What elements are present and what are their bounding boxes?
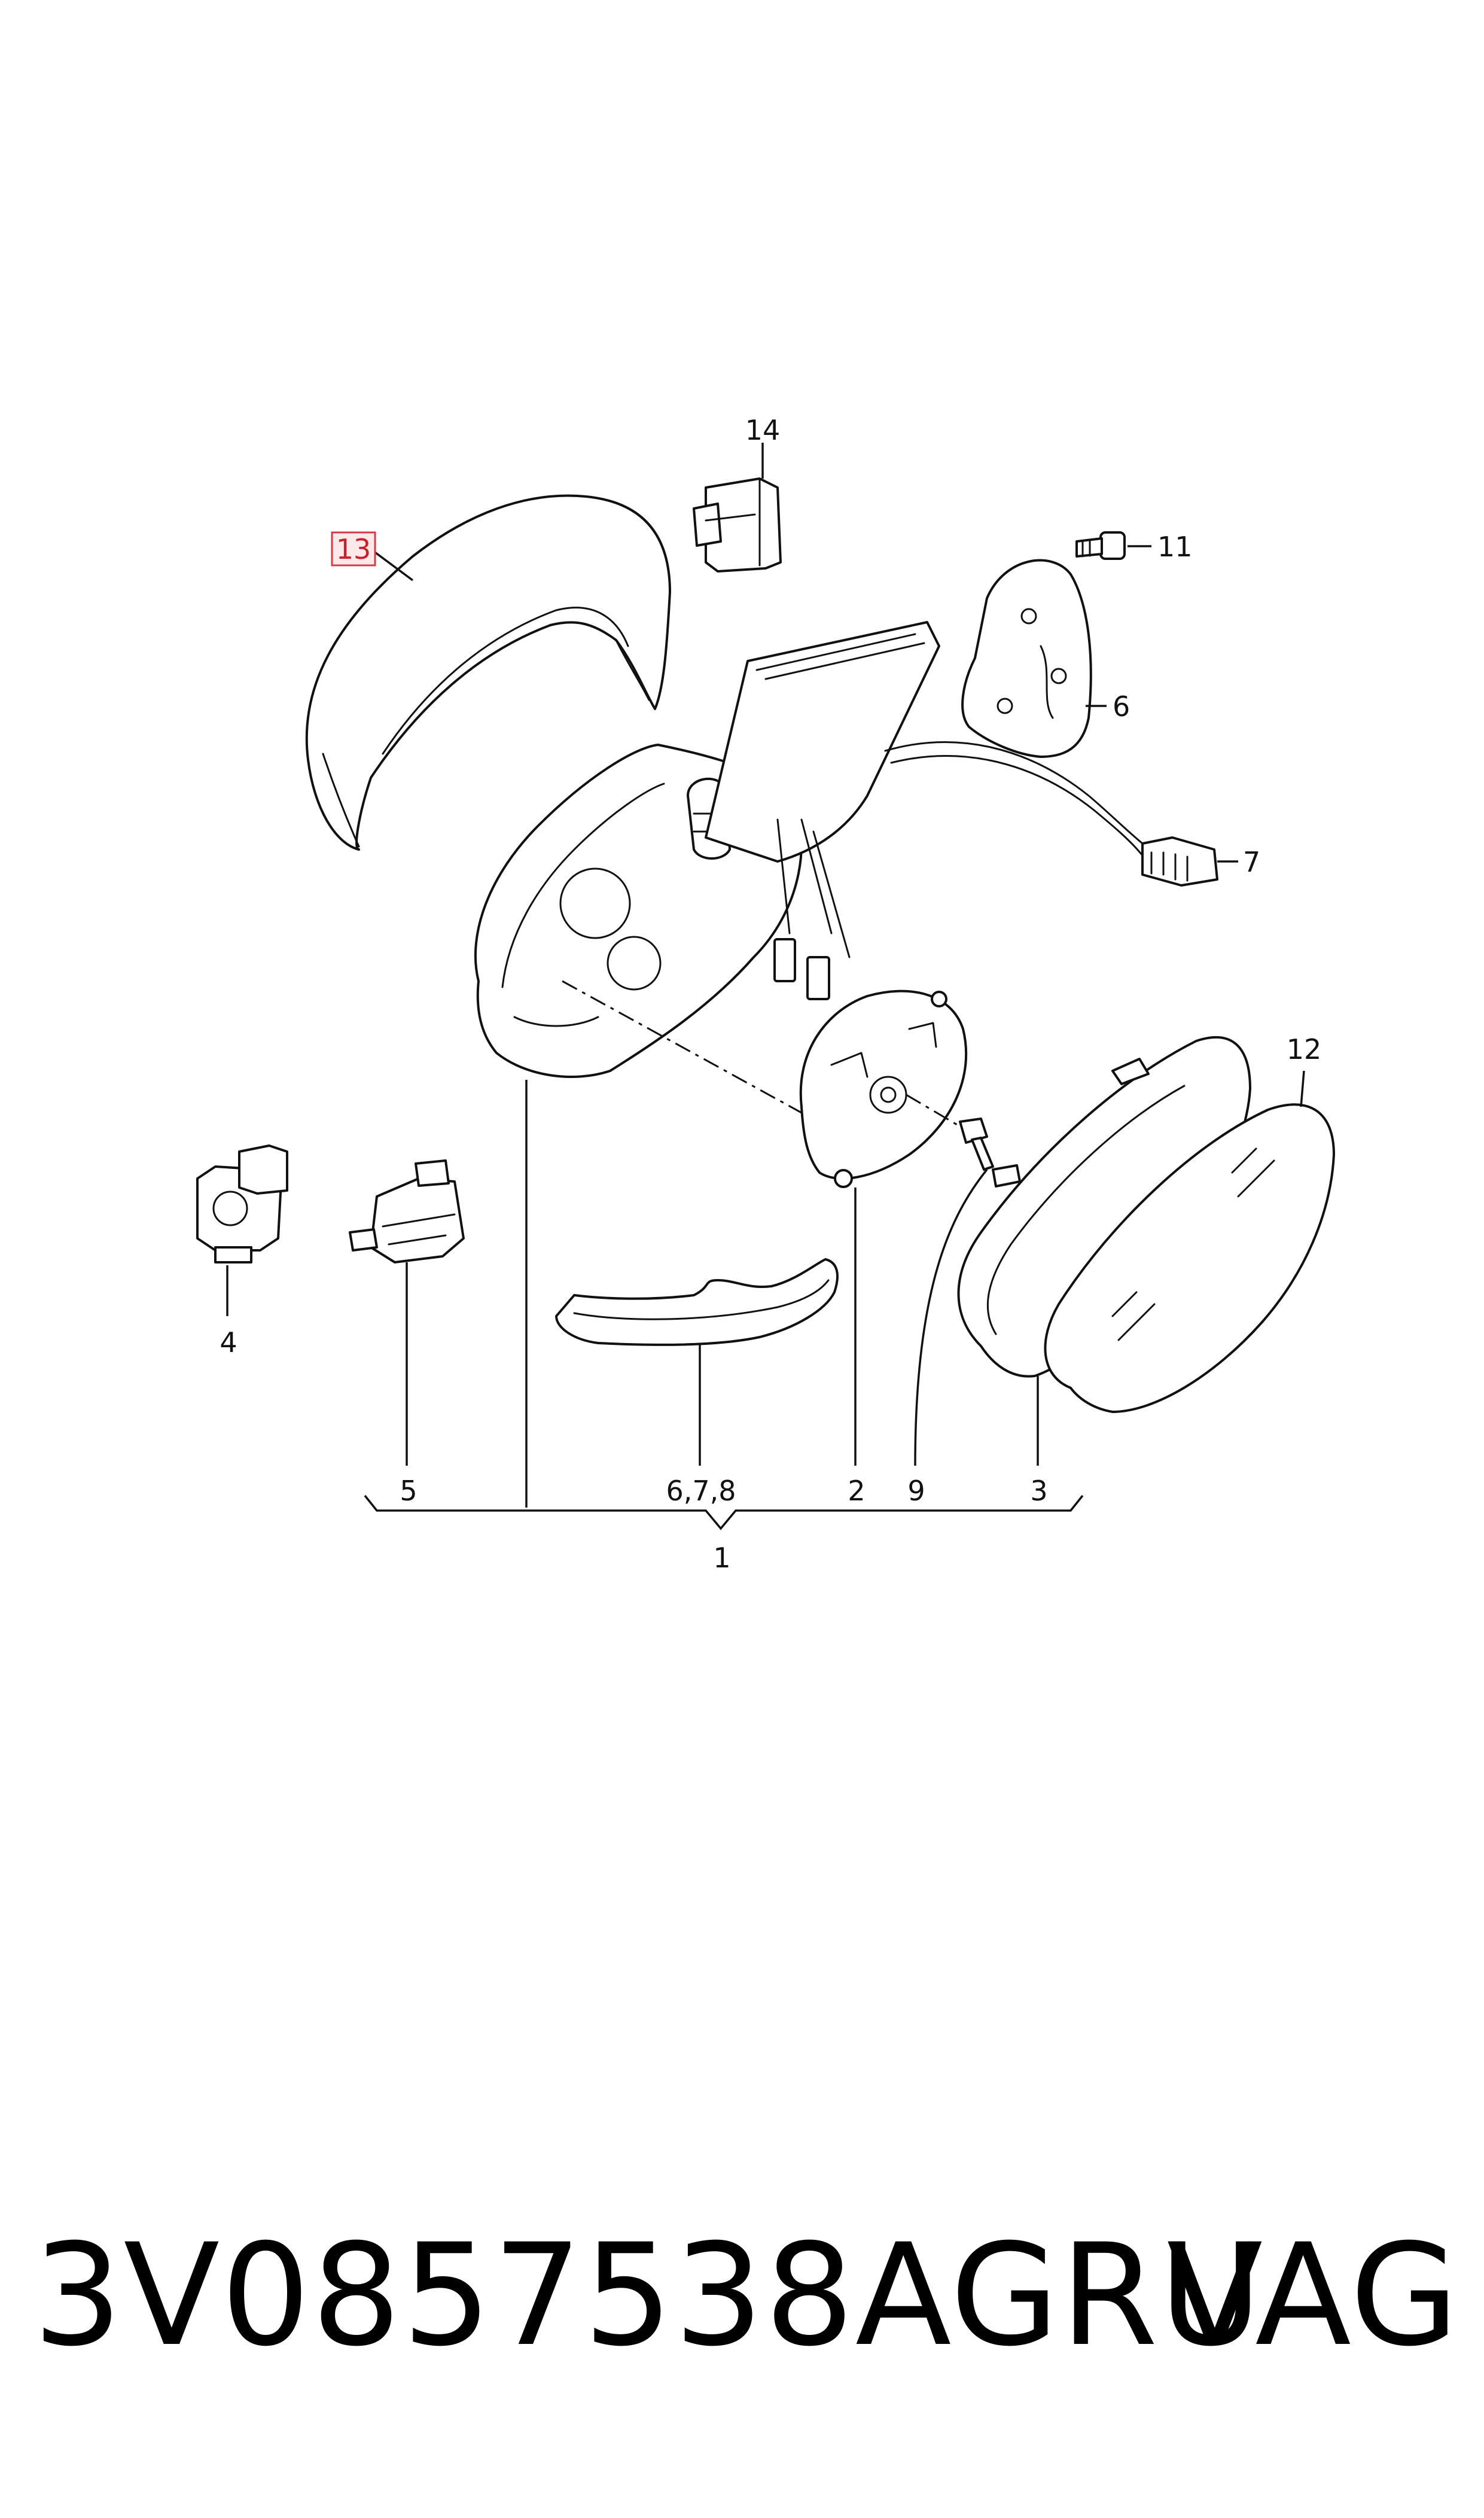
light-module-part-5[interactable] (349, 1159, 465, 1263)
callout-3[interactable]: 3 (1030, 1475, 1047, 1507)
screw-part-11[interactable] (1075, 531, 1126, 560)
leader-lines (226, 443, 1305, 1530)
mirror-housing-part-1[interactable] (474, 621, 1144, 1114)
connector-part-7[interactable] (1141, 836, 1218, 887)
callout-13-highlight (331, 531, 376, 567)
screw-part-9[interactable] (959, 1118, 994, 1171)
callout-2[interactable]: 2 (848, 1475, 865, 1507)
callout-1[interactable]: 1 (713, 1542, 730, 1574)
callout-labels: 13 14 11 6 7 12 4 5 6,7,8 2 9 3 1 (220, 414, 1321, 1574)
callout-12[interactable]: 12 (1287, 1033, 1322, 1065)
mirror-glass-part-12[interactable] (1044, 1103, 1335, 1413)
callout-678[interactable]: 6,7,8 (666, 1475, 736, 1507)
adjustment-motor-part-2[interactable] (799, 989, 968, 1188)
brand-label: VAG (1166, 2214, 1460, 2377)
mirror-cap-part-13[interactable] (305, 494, 671, 851)
sensor-part-14[interactable] (693, 477, 782, 573)
heating-plate-part-6[interactable] (961, 559, 1092, 758)
callout-7[interactable]: 7 (1243, 846, 1260, 878)
callout-14[interactable]: 14 (745, 414, 781, 446)
callout-5[interactable]: 5 (400, 1475, 417, 1507)
callout-11[interactable]: 11 (1157, 531, 1193, 563)
turn-signal-part-678[interactable] (555, 1258, 839, 1346)
callout-13[interactable]: 13 (336, 533, 371, 565)
callout-4[interactable]: 4 (220, 1326, 237, 1359)
part-number: 3V0857538AGRU (33, 2214, 1263, 2377)
callout-9[interactable]: 9 (907, 1475, 925, 1507)
socket-part-4[interactable] (196, 1144, 288, 1263)
callout-6[interactable]: 6 (1113, 690, 1130, 723)
